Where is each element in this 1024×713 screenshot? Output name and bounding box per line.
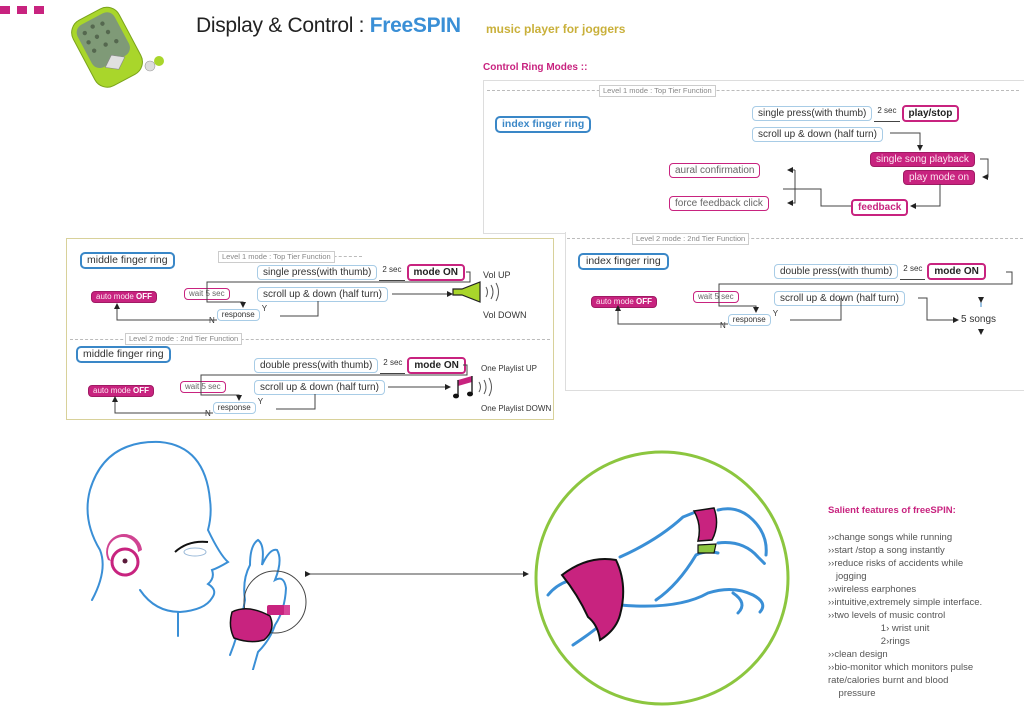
earphone-icon xyxy=(106,533,142,577)
speaker-icon xyxy=(452,281,499,303)
header-square-3 xyxy=(34,6,44,14)
vol-down-label: Vol DOWN xyxy=(483,310,527,320)
feature-item: jogging xyxy=(828,571,867,582)
yes-label: Y xyxy=(257,397,264,406)
five-songs-label: 5 songs xyxy=(961,314,997,325)
vol-up-label: Vol UP xyxy=(483,270,511,280)
delay-label: 2 sec xyxy=(874,106,900,122)
auto-mode-text: auto mode xyxy=(96,292,137,301)
tier-divider xyxy=(567,238,1023,239)
page-title: Display & Control : FreeSPIN xyxy=(196,14,461,38)
page-subtitle: music player for joggers xyxy=(486,22,626,36)
feature-item: ››change songs while running xyxy=(828,532,953,543)
feature-item: ››wireless earphones xyxy=(828,584,917,595)
double-press-node: double press(with thumb) xyxy=(774,264,899,279)
response-node: response xyxy=(212,402,256,414)
auto-mode-off-node: auto mode OFF xyxy=(88,385,155,397)
feature-item: ››clean design xyxy=(828,649,888,660)
yes-label: Y xyxy=(772,309,779,318)
music-note-icon xyxy=(453,376,492,399)
feature-item: 1› wrist unit xyxy=(828,623,930,634)
auto-mode-text: auto mode xyxy=(596,297,637,306)
product-device-image xyxy=(71,6,164,88)
header-square-2 xyxy=(17,6,27,14)
off-text: OFF xyxy=(133,386,150,395)
aural-confirmation-node: aural confirmation xyxy=(669,163,761,178)
delay-label: 2 sec xyxy=(380,358,406,374)
index-finger-ring-label: index finger ring xyxy=(578,253,669,270)
index-ring-icon xyxy=(692,507,718,542)
double-press-node: double press(with thumb) xyxy=(254,358,379,373)
play-mode-on-node: play mode on xyxy=(903,170,976,185)
auto-mode-off-node: auto mode OFF xyxy=(91,291,158,303)
no-label: N xyxy=(720,321,726,330)
play-stop-node: play/stop xyxy=(901,105,960,122)
single-press-row: single press(with thumb) 2 sec mode ON xyxy=(257,264,465,281)
mode-on-node: mode ON xyxy=(406,264,465,281)
feature-item: rate/calories burnt and blood xyxy=(828,675,949,686)
header-square-1 xyxy=(0,6,10,14)
single-press-row: single press(with thumb) 2 sec play/stop xyxy=(752,105,960,122)
feature-item: ››two levels of music control xyxy=(828,610,946,621)
playlist-down-label: One Playlist DOWN xyxy=(481,404,552,413)
wrist-unit-icon xyxy=(560,558,625,642)
features-heading: Salient features of freeSPIN: xyxy=(828,505,956,516)
off-text: OFF xyxy=(636,297,653,306)
title-prefix: Display & Control : xyxy=(196,14,370,37)
wrist-closeup-illustration xyxy=(534,450,790,706)
scroll-node: scroll up & down (half turn) xyxy=(774,291,905,306)
index-ring-icon xyxy=(267,605,290,615)
index-finger-ring-label: index finger ring xyxy=(495,116,592,133)
off-text: OFF xyxy=(136,292,153,301)
double-press-row: double press(with thumb) 2 sec mode ON xyxy=(774,263,986,280)
feedback-node: feedback xyxy=(851,199,909,216)
response-node: response xyxy=(727,314,771,326)
middle-ring-icon xyxy=(697,543,717,554)
scroll-node: scroll up & down (half turn) xyxy=(257,287,388,302)
single-song-playback-node: single song playback xyxy=(870,152,975,167)
tier-divider xyxy=(70,339,550,340)
mode-on-node: mode ON xyxy=(927,263,986,280)
feature-item: ››intuitive,extremely simple interface. xyxy=(828,597,983,608)
delay-label: 2 sec xyxy=(379,265,405,281)
tier-divider xyxy=(487,90,1019,91)
yes-label: Y xyxy=(261,304,268,313)
single-press-node: single press(with thumb) xyxy=(257,265,378,280)
tier-label: Level 1 mode : Top Tier Function xyxy=(599,85,716,97)
feature-item: ››bio-monitor which monitors pulse xyxy=(828,662,974,673)
wait-node: wait 5 sec xyxy=(180,381,226,393)
feature-item: ››start /stop a song instantly xyxy=(828,545,945,556)
response-node: response xyxy=(216,309,260,321)
force-feedback-node: force feedback click xyxy=(669,196,769,211)
response-row: N response Y xyxy=(720,309,778,330)
middle-finger-ring-label: middle finger ring xyxy=(80,252,175,269)
scroll-node: scroll up & down (half turn) xyxy=(254,380,385,395)
section-heading: Control Ring Modes :: xyxy=(483,62,588,73)
feature-item: ››reduce risks of accidents while xyxy=(828,558,964,569)
wait-node: wait 5 sec xyxy=(693,291,739,303)
features-list: Salient features of freeSPIN: ››change s… xyxy=(828,504,1024,700)
single-press-node: single press(with thumb) xyxy=(752,106,873,121)
jogger-head-illustration xyxy=(86,440,307,670)
scroll-node: scroll up & down (half turn) xyxy=(752,127,883,142)
feature-item: pressure xyxy=(828,688,876,699)
playlist-up-label: One Playlist UP xyxy=(481,364,538,373)
tier-label: Level 1 mode : Top Tier Function xyxy=(218,251,335,263)
tier-label: Level 2 mode : 2nd Tier Function xyxy=(125,333,243,345)
delay-label: 2 sec xyxy=(900,264,926,280)
feature-item: 2›rings xyxy=(828,636,910,647)
auto-mode-text: auto mode xyxy=(93,386,134,395)
tier-label: Level 2 mode : 2nd Tier Function xyxy=(632,233,750,245)
auto-mode-off-node: auto mode OFF xyxy=(591,296,658,308)
middle-finger-ring-label: middle finger ring xyxy=(76,346,171,363)
wrist-unit-icon xyxy=(229,608,273,643)
title-brand: FreeSPIN xyxy=(369,14,461,37)
